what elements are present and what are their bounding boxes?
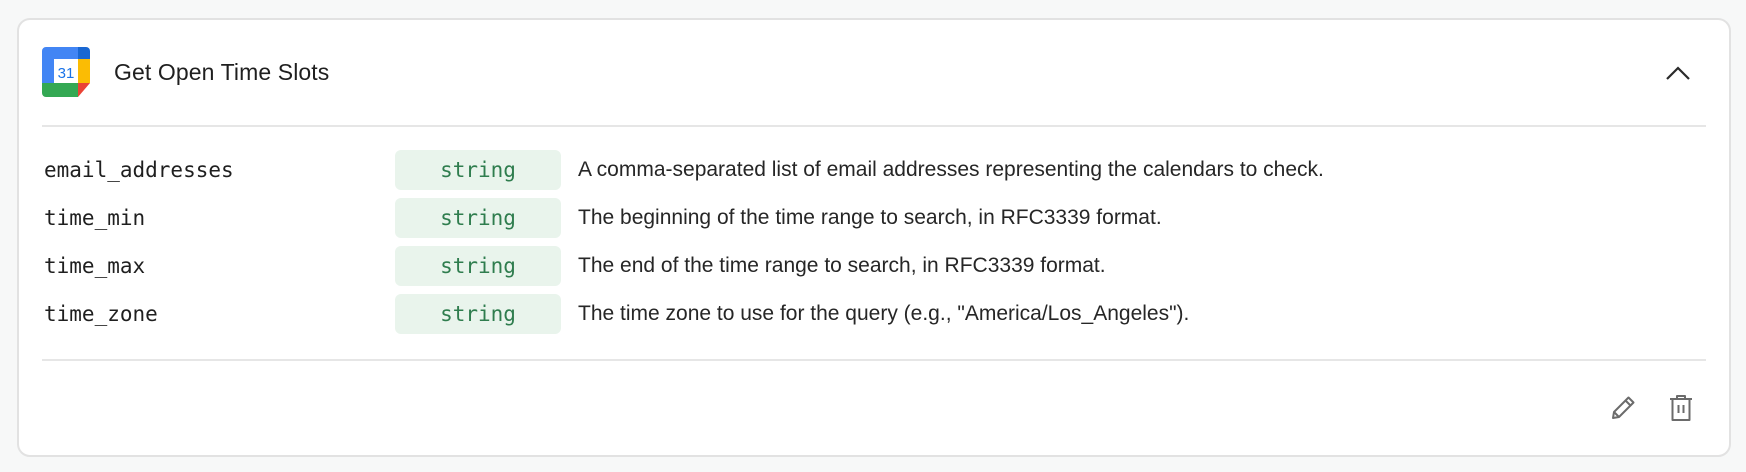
card-actions [1609,394,1695,422]
chevron-up-icon[interactable] [1665,62,1691,84]
header-divider [42,125,1706,127]
param-row: email_addresses string A comma-separated… [42,150,1706,190]
delete-button[interactable] [1667,394,1695,422]
param-type-badge: string [395,294,561,334]
param-type-badge: string [395,150,561,190]
param-type-badge: string [395,246,561,286]
param-row: time_max string The end of the time rang… [42,246,1706,286]
tool-title: Get Open Time Slots [114,58,330,85]
param-name: time_max [44,254,146,278]
param-description: A comma-separated list of email addresse… [578,158,1324,181]
google-calendar-icon: 31 [42,47,90,97]
param-description: The beginning of the time range to searc… [578,206,1162,229]
param-name: time_zone [44,302,158,326]
param-row: time_zone string The time zone to use fo… [42,294,1706,334]
tool-card: 31 Get Open Time Slots email_addresses s… [17,18,1731,457]
calendar-day-number: 31 [58,65,75,82]
trash-icon [1670,395,1692,421]
param-description: The end of the time range to search, in … [578,254,1106,277]
param-description: The time zone to use for the query (e.g.… [578,302,1190,325]
edit-button[interactable] [1609,394,1637,422]
param-name: email_addresses [44,158,234,182]
parameter-list: email_addresses string A comma-separated… [42,150,1706,342]
param-type-badge: string [395,198,561,238]
pencil-icon [1612,396,1635,419]
tool-header[interactable]: 31 Get Open Time Slots [42,46,1706,98]
footer-divider [42,359,1706,361]
param-row: time_min string The beginning of the tim… [42,198,1706,238]
param-name: time_min [44,206,146,230]
